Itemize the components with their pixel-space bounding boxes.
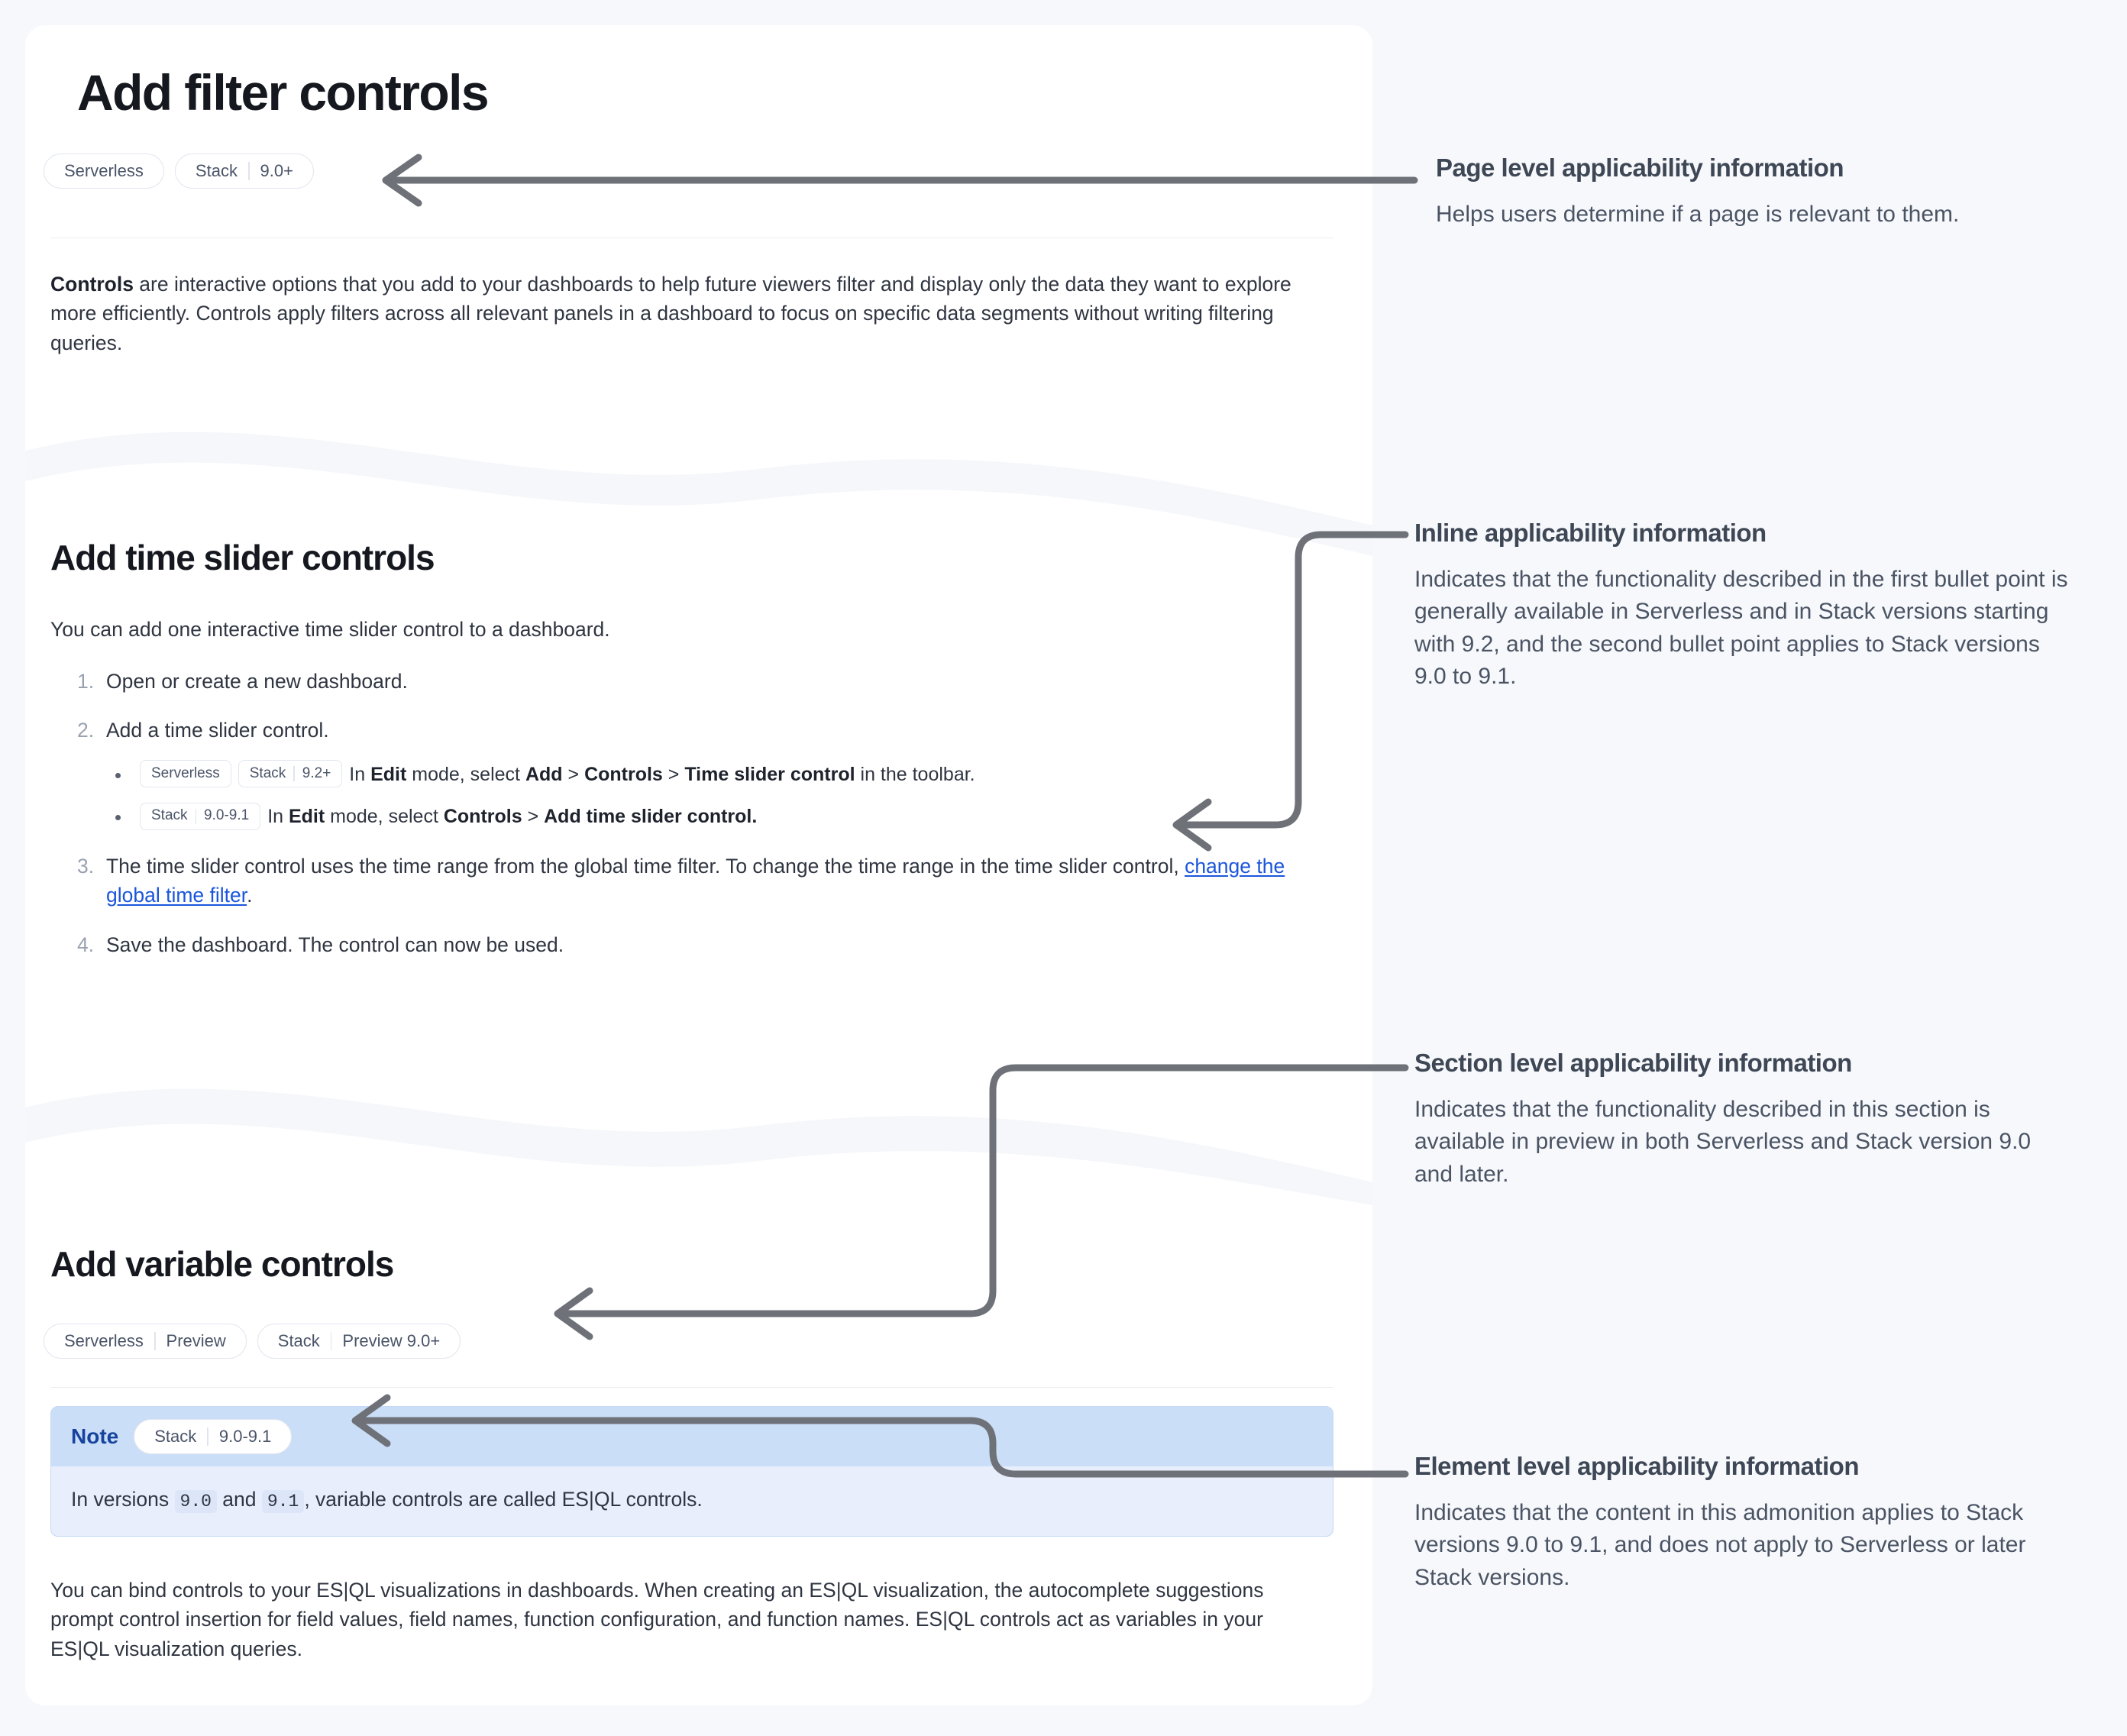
bullet-item: Serverless Stack 9.2+ In Edit mode, sele… [106,760,1340,790]
time-slider-intro: You can add one interactive time slider … [50,618,610,641]
text-part: in the toolbar. [855,763,975,785]
step-item: Save the dashboard. The control can now … [73,930,1340,960]
annotation-title: Element level applicability information [1414,1452,1859,1480]
intro-rest: are interactive options that you add to … [50,273,1291,354]
intro-lead: Controls [50,273,134,296]
text-part-bold: Add time slider control. [544,806,758,828]
badge-inline-serverless[interactable]: Serverless [140,760,231,788]
section-rule [50,1387,1333,1388]
note-header: Note Stack 9.0-9.1 [51,1407,1333,1466]
global-time-filter-link[interactable]: change the global time filter [106,854,1285,907]
variable-paragraph: You can bind controls to your ES|QL visu… [50,1579,1264,1660]
badge-segment-label: Stack [151,807,188,824]
intro-paragraph: Controls are interactive options that yo… [50,270,1333,357]
annotation-body: Indicates that the content in this admon… [1414,1499,2026,1590]
text-part: > [522,806,545,828]
badge-serverless[interactable]: Serverless [44,154,164,189]
section-title-variable: Add variable controls [50,1244,394,1284]
text-part-bold: Controls [584,763,663,785]
badge-segment-label: Serverless [64,1331,144,1350]
annotation-body: Indicates that the functionality describ… [1414,1096,2032,1187]
text-part-bold: Add [525,763,563,785]
note-admonition: Note Stack 9.0-9.1 In versions 9.0 and 9… [50,1406,1333,1537]
note-text-part: In versions [71,1488,175,1511]
text-part: mode, select [406,763,525,785]
text-part-bold: Controls [443,806,522,828]
badge-stack-preview-version[interactable]: Stack Preview 9.0+ [257,1324,461,1359]
badge-segment-label: Stack [277,1331,320,1350]
step-bullet-list: Serverless Stack 9.2+ In Edit mode, sele… [106,760,1340,832]
badge-segment-label: Serverless [151,765,220,781]
documentation-panel: Add filter controls Serverless Stack 9.0… [25,25,1372,1705]
badge-divider [293,766,295,782]
badge-segment-label: Serverless [64,161,144,180]
bullet-text: In Edit mode, select Controls > Add time… [267,806,757,827]
annotation-element-level: Element level applicability information … [1414,1451,2071,1594]
bullet-item: Stack 9.0-9.1 In Edit mode, select Contr… [106,802,1340,832]
inline-code-version: 9.1 [261,1490,305,1513]
note-label: Note [71,1424,119,1448]
badge-divider [195,808,197,824]
badge-divider [247,162,250,180]
text-part: > [562,763,585,785]
text-part-bold: Edit [370,763,407,785]
time-slider-steps: Open or create a new dashboard. Add a ti… [73,667,1340,979]
text-part-bold: Time slider control [684,763,855,785]
section-title-time-slider: Add time slider controls [50,538,435,577]
wave-divider-1 [25,411,1372,556]
badge-segment-lifecycle-version: Preview 9.0+ [342,1331,441,1350]
badge-stack-version[interactable]: Stack 9.0+ [174,154,314,189]
badge-divider [330,1332,332,1350]
step-item: The time slider control uses the time ra… [73,852,1325,910]
text-part-bold: Edit [288,806,325,828]
step-text: Open or create a new dashboard. [106,670,408,693]
badge-segment-label: Stack [154,1427,197,1446]
badge-divider [207,1427,208,1446]
step-text: Add a time slider control. [106,719,329,742]
page-title: Add filter controls [77,64,490,121]
annotation-title: Page level applicability information [1436,154,1844,182]
step-item: Open or create a new dashboard. [73,667,1340,697]
annotation-title: Section level applicability information [1414,1049,1852,1077]
annotation-body: Helps users determine if a page is relev… [1436,201,1960,227]
annotation-inline: Inline applicability information Indicat… [1414,518,2071,693]
note-text-part: and [216,1488,262,1511]
text-part: mode, select [325,806,444,828]
step-item: Add a time slider control. Serverless St… [73,716,1340,831]
badge-segment-label: Stack [249,765,286,781]
step-text-after: . [247,884,253,907]
text-part: In [267,806,289,828]
badge-segment-label: Stack [195,161,238,180]
badge-segment-version: 9.0-9.1 [218,1427,272,1446]
badge-segment-version: 9.0+ [260,161,293,180]
section-applicability-badges: Serverless Preview Stack Preview 9.0+ [44,1324,461,1359]
badge-divider [154,1332,156,1350]
page-applicability-badges: Serverless Stack 9.0+ [44,154,314,189]
badge-note-stack-version[interactable]: Stack 9.0-9.1 [134,1419,293,1454]
step-text: Save the dashboard. The control can now … [106,933,564,956]
badge-segment-lifecycle: Preview [166,1331,226,1350]
annotation-body: Indicates that the functionality describ… [1414,566,2068,690]
annotation-section-level: Section level applicability information … [1414,1048,2071,1191]
annotation-page-level: Page level applicability information Hel… [1436,153,2093,231]
wave-divider-2 [25,1052,1372,1205]
bullet-text: In Edit mode, select Add > Controls > Ti… [349,764,975,785]
badge-serverless-preview[interactable]: Serverless Preview [44,1324,247,1359]
inline-code-version: 9.0 [174,1490,217,1513]
text-part: > [662,763,685,785]
badge-inline-stack-90-91[interactable]: Stack 9.0-9.1 [140,802,261,830]
note-text-part: , variable controls are called ES|QL con… [304,1488,703,1511]
annotation-title: Inline applicability information [1414,519,1767,547]
badge-inline-stack-92[interactable]: Stack 9.2+ [238,760,343,788]
badge-segment-version: 9.0-9.1 [204,807,250,824]
badge-segment-version: 9.2+ [302,765,331,781]
step-text: The time slider control uses the time ra… [106,854,1185,878]
note-body: In versions 9.0 and 9.1, variable contro… [51,1466,1333,1536]
text-part: In [349,763,371,785]
